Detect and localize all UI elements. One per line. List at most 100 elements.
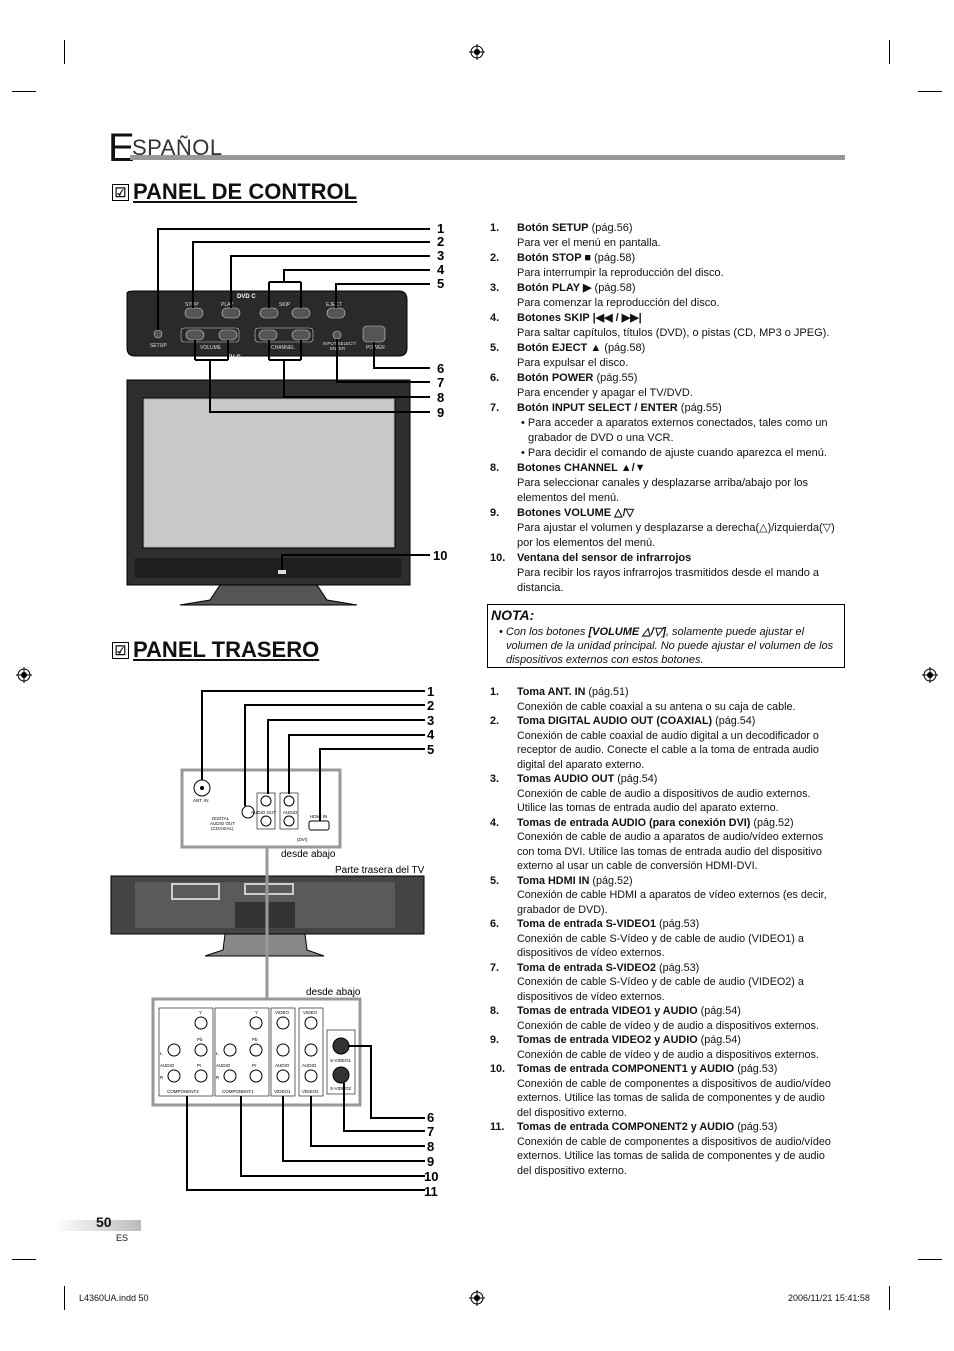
skip-back-button[interactable]: [259, 307, 279, 319]
item-description: Para ver el menú en pantalla.: [517, 237, 661, 249]
item-name: Botón PLAY ▶: [517, 282, 592, 294]
item-name: Toma HDMI IN: [517, 874, 590, 887]
item-bullet: • Para decidir el comando de ajuste cuan…: [521, 447, 827, 459]
list-item: 5.Botón EJECT ▲ (pág.58)Para expulsar el…: [490, 341, 842, 371]
callout-line: [186, 1096, 425, 1191]
item-description: Conexión de cable de vídeo y de audio a …: [517, 1048, 819, 1061]
item-number: 2.: [490, 252, 500, 264]
svg-text:Pb: Pb: [252, 1037, 258, 1042]
setup-button[interactable]: [153, 329, 163, 339]
crop-mark: [918, 1259, 942, 1260]
svg-text:AUDIO: AUDIO: [160, 1063, 175, 1068]
item-number: 9.: [490, 1034, 500, 1046]
callout-number: 2: [437, 234, 444, 249]
channel-down-button[interactable]: [258, 329, 278, 341]
volume-up-button[interactable]: [218, 329, 238, 341]
control-panel-title: ☑PANEL DE CONTROL: [112, 179, 357, 205]
from-below-label: desde abajo: [306, 987, 361, 998]
callout-number: 11: [424, 1184, 438, 1199]
svg-text:DIGITAL: DIGITAL: [212, 816, 230, 821]
volume-down-button[interactable]: [185, 329, 205, 341]
callout-line: [268, 340, 430, 398]
item-page-ref: (pág.53): [659, 918, 700, 930]
item-description: Para encender y apagar el TV/DVD.: [517, 387, 693, 399]
item-description: Conexión de cable de componentes a dispo…: [517, 1077, 831, 1119]
note-title: NOTA:: [491, 607, 535, 623]
item-number: 5.: [490, 342, 500, 354]
item-number: 11.: [490, 1121, 505, 1133]
input-select-button[interactable]: [332, 330, 342, 340]
enter-label: ENTER: [330, 346, 346, 351]
rear-panel-title: ☑PANEL TRASERO: [112, 637, 319, 663]
callout-line: [192, 241, 430, 308]
callout-line: [281, 554, 430, 570]
item-description: Conexión de cable de vídeo y de audio a …: [517, 1019, 819, 1032]
item-name: Botones VOLUME △/▽: [517, 507, 635, 519]
checkbox-icon: ☑: [112, 642, 129, 659]
callout-number: 6: [427, 1110, 434, 1125]
item-description: Para saltar capítulos, títulos (DVD), o …: [517, 327, 830, 339]
callout-number: 7: [437, 375, 444, 390]
svg-text:S-VIDEO1: S-VIDEO1: [330, 1058, 352, 1063]
volume-label: VOLUME: [200, 345, 222, 351]
svg-text:L: L: [160, 1051, 163, 1056]
ir-sensor: [278, 570, 286, 574]
registration-mark-icon: [469, 44, 485, 60]
list-item: 4.Botones SKIP |◀◀ / ▶▶|Para saltar capí…: [490, 311, 842, 341]
svg-text:VIDEO: VIDEO: [303, 1010, 318, 1015]
channel-label: CHANNEL: [271, 345, 295, 351]
item-description: Para ajustar el volumen y desplazarse a …: [517, 522, 835, 549]
item-name: Tomas de entrada COMPONENT1 y AUDIO: [517, 1063, 735, 1075]
callout-number: 6: [437, 361, 444, 376]
item-number: 2.: [490, 715, 500, 727]
callout-number: 8: [427, 1139, 434, 1154]
power-button[interactable]: [362, 325, 386, 343]
svg-text:AUDIO OUT: AUDIO OUT: [251, 810, 276, 815]
stop-button[interactable]: [184, 307, 204, 319]
power-label: POWER: [366, 345, 385, 351]
item-page-ref: (pág.56): [591, 222, 633, 234]
svg-text:COMPONENT2: COMPONENT2: [167, 1089, 199, 1094]
callout-line: [267, 719, 425, 794]
list-item: 1.Toma ANT. IN (pág.51)Conexión de cable…: [490, 685, 842, 714]
list-item: 4.Tomas de entrada AUDIO (para conexión …: [490, 816, 842, 874]
svg-text:R: R: [160, 1075, 164, 1080]
item-number: 6.: [490, 918, 500, 930]
callout-line: [343, 1083, 425, 1132]
item-name: Botón SETUP: [517, 222, 589, 234]
svg-text:R: R: [216, 1075, 220, 1080]
skip-forward-button[interactable]: [291, 307, 311, 319]
control-panel-list: 1.Botón SETUP (pág.56)Para ver el menú e…: [490, 221, 842, 596]
list-item: 7.Toma de entrada S-VIDEO2 (pág.53)Conex…: [490, 961, 842, 1005]
eject-label: EJECT: [326, 302, 342, 308]
hdmi-in-jack: [308, 820, 330, 831]
rear-panel-diagram: ANT. IN DIGITAL AUDIO OUT (COAXIAL) AUDI…: [110, 684, 438, 1199]
callout-number: 1: [427, 684, 434, 699]
item-number: 8.: [490, 462, 500, 474]
item-description: Conexión de cable de audio a dispositivo…: [517, 787, 811, 815]
svg-text:Pr: Pr: [252, 1063, 257, 1068]
item-description: Conexión de cable de componentes a dispo…: [517, 1135, 831, 1177]
svg-text:COMPONENT1: COMPONENT1: [222, 1089, 254, 1094]
item-name: Tomas de entrada VIDEO2 y AUDIO: [517, 1034, 698, 1046]
callout-number: 2: [427, 698, 434, 713]
callout-number: 9: [437, 405, 444, 420]
s-video1-jack: [332, 1037, 350, 1055]
eject-button[interactable]: [326, 307, 346, 319]
item-number: 3.: [490, 773, 500, 785]
callout-line: [230, 255, 430, 308]
item-number: 8.: [490, 1005, 500, 1017]
channel-up-button[interactable]: [291, 329, 311, 341]
tv-rear-stand: [204, 933, 325, 957]
play-button[interactable]: [221, 307, 241, 319]
item-page-ref: (pág.54): [700, 1005, 741, 1017]
registration-mark-icon: [469, 1290, 485, 1306]
item-number: 7.: [490, 961, 500, 974]
audio-out-l-jack: [260, 795, 272, 807]
s-video2-jack: [332, 1066, 350, 1084]
list-item: 6.Botón POWER (pág.55)Para encender y ap…: [490, 371, 842, 401]
svg-text:VIDEO: VIDEO: [275, 1010, 290, 1015]
callout-line: [310, 1096, 425, 1147]
crop-mark: [889, 1286, 890, 1310]
svg-text:Pb: Pb: [197, 1037, 203, 1042]
